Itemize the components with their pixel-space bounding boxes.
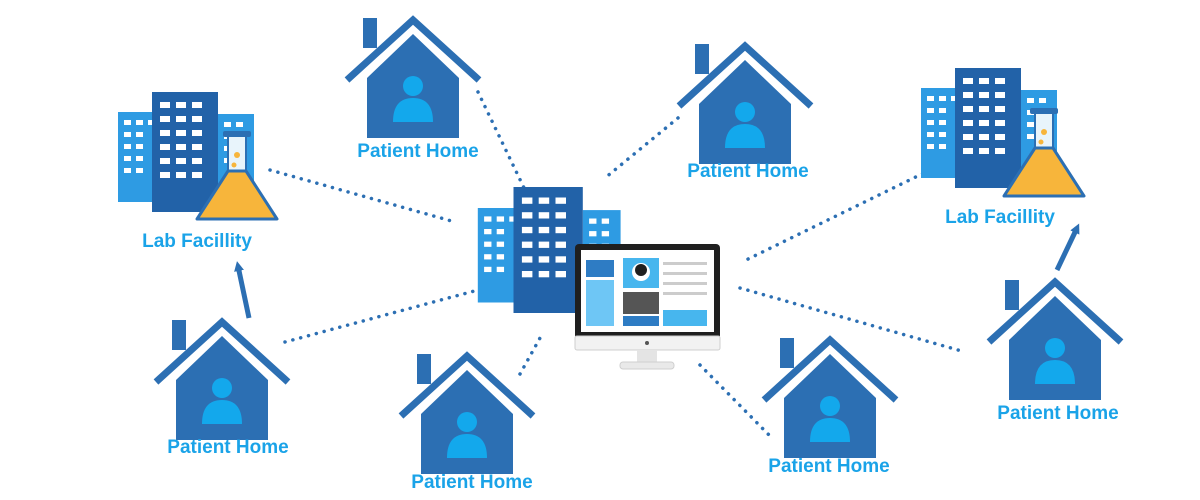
connector-home-far-right [738, 286, 967, 354]
label-lab-right: Lab Facillity [945, 207, 1055, 228]
house-icon [679, 44, 811, 164]
label-home-top-left: Patient Home [357, 141, 479, 162]
arrow-to-lab-right [1054, 223, 1080, 272]
label-home-far-right: Patient Home [997, 403, 1119, 424]
label-home-top-right: Patient Home [687, 161, 809, 182]
label-lab-left: Lab Facillity [142, 231, 252, 252]
house-icon [156, 320, 288, 440]
computer-monitor-icon [574, 244, 721, 370]
connector-lab-left [268, 168, 457, 224]
house-icon [989, 280, 1121, 400]
arrow-to-lab-left [234, 261, 252, 319]
connector-home-bottom-center-left [518, 336, 542, 376]
label-home-bottom-center-right: Patient Home [768, 456, 890, 477]
house-icon [401, 354, 533, 474]
house-icon [764, 338, 896, 458]
label-home-bottom-left: Patient Home [167, 437, 289, 458]
connector-home-bottom-left [283, 288, 480, 344]
connector-home-top-right [603, 116, 680, 180]
house-icon [347, 18, 479, 138]
connector-home-bottom-center-right [698, 363, 772, 438]
connector-home-top-left [476, 90, 527, 192]
label-home-bottom-center-left: Patient Home [411, 472, 533, 493]
connector-lab-right [740, 168, 932, 264]
connector-lines [268, 90, 967, 438]
